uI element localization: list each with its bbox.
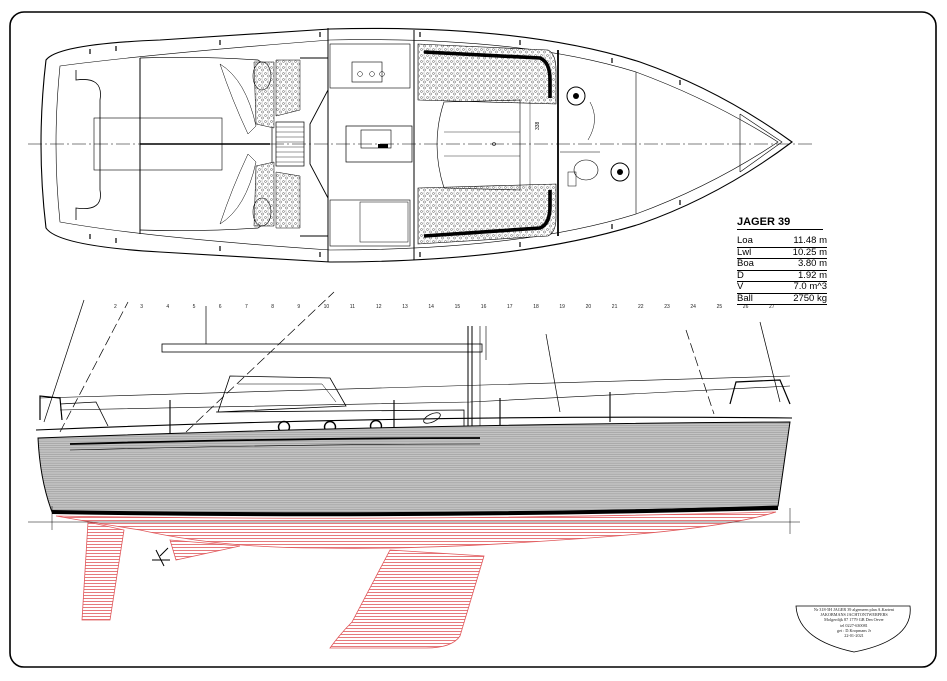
title-block-line: Nr 318-5H JAGER 39 algemeen plan A.Karte…	[813, 607, 895, 612]
station-number: 17	[507, 304, 513, 310]
station-number: 24	[690, 304, 696, 310]
spec-label: D	[737, 269, 744, 281]
station-number: 23	[664, 304, 670, 310]
spec-value: 3.80 m	[797, 258, 827, 269]
spec-value: 2750 kg	[793, 292, 827, 304]
title-block: Nr 318-5H JAGER 39 algemeen plan A.Karte…	[795, 607, 913, 638]
spec-label: V	[737, 281, 744, 292]
station-number: 11	[349, 304, 355, 310]
station-number: 15	[454, 304, 461, 310]
sheet-border	[9, 11, 937, 668]
spec-row: Loa 11.48 m	[737, 235, 827, 248]
spec-value: 11.48 m	[793, 235, 827, 246]
title-block-frame	[795, 605, 911, 653]
title-block-line: JAKOBMANS JACHTONTWERPERS	[820, 612, 888, 618]
station-number: 5	[192, 304, 196, 310]
title-block-line: tel 0227-630081	[840, 622, 868, 628]
spec-rows: Loa 11.48 m Lwl 10.25 m Boa 3.80 m D 1.92 m V 7.0…	[737, 235, 827, 305]
station-number: 9	[297, 304, 301, 310]
station-number: 7	[245, 304, 248, 310]
station-number: 26	[742, 304, 749, 310]
spec-row: D 1.92 m	[737, 269, 827, 282]
plan-view	[28, 27, 812, 263]
hull-outline-plan	[40, 27, 793, 263]
profile-view	[35, 291, 793, 441]
station-number: 20	[585, 304, 592, 310]
title-block-line: get : D.Kropmans Jr	[837, 627, 871, 633]
spec-value: 7.0 m^3	[793, 281, 827, 292]
spec-label: Loa	[737, 235, 753, 246]
station-number: 21	[611, 304, 618, 310]
station-number: 18	[533, 304, 539, 310]
title-block-line: 22-01-2021	[844, 633, 864, 639]
propeller	[152, 547, 170, 567]
station-number: 13	[402, 304, 408, 310]
boat-name: JAGER 39	[737, 216, 823, 230]
spec-value: 1.92 m	[797, 269, 827, 281]
spec-value: 10.25 m	[792, 246, 827, 258]
boot-top	[51, 506, 779, 517]
spec-row: Boa 3.80 m	[737, 258, 827, 271]
fin-keel	[329, 549, 485, 649]
station-number: 19	[559, 304, 565, 310]
rudder	[81, 521, 125, 621]
station-number: 6	[218, 304, 222, 310]
spec-row: Ball 2750 kg	[737, 292, 827, 305]
spec-row: Lwl 10.25 m	[737, 246, 827, 259]
dimension-label: 338	[535, 121, 541, 130]
spec-row: V 7.0 m^3	[737, 281, 827, 294]
station-number: 22	[638, 304, 644, 310]
station-number: 3	[140, 304, 143, 310]
station-number: 4	[166, 304, 170, 310]
underwater-hull	[55, 511, 777, 549]
hull-topsides	[37, 421, 791, 515]
spec-label: Boa	[737, 258, 754, 269]
station-number: 16	[480, 304, 487, 310]
station-number: 27	[769, 304, 775, 310]
spec-label: Ball	[737, 292, 753, 304]
rudder-skeg	[169, 539, 241, 561]
station-number: 8	[271, 304, 274, 310]
station-number: 12	[376, 304, 382, 310]
station-number: 14	[428, 304, 434, 310]
spec-label: Lwl	[737, 246, 752, 258]
title-block-line: Molgerdijk 87 1779 GB Den Oever	[824, 617, 884, 623]
station-number: 2	[114, 304, 117, 310]
specs-table: JAGER 39 Loa 11.48 m Lwl 10.25 m Boa 3.80 m D 1…	[737, 216, 827, 305]
station-number: 10	[323, 304, 330, 310]
station-number: 25	[716, 304, 723, 310]
